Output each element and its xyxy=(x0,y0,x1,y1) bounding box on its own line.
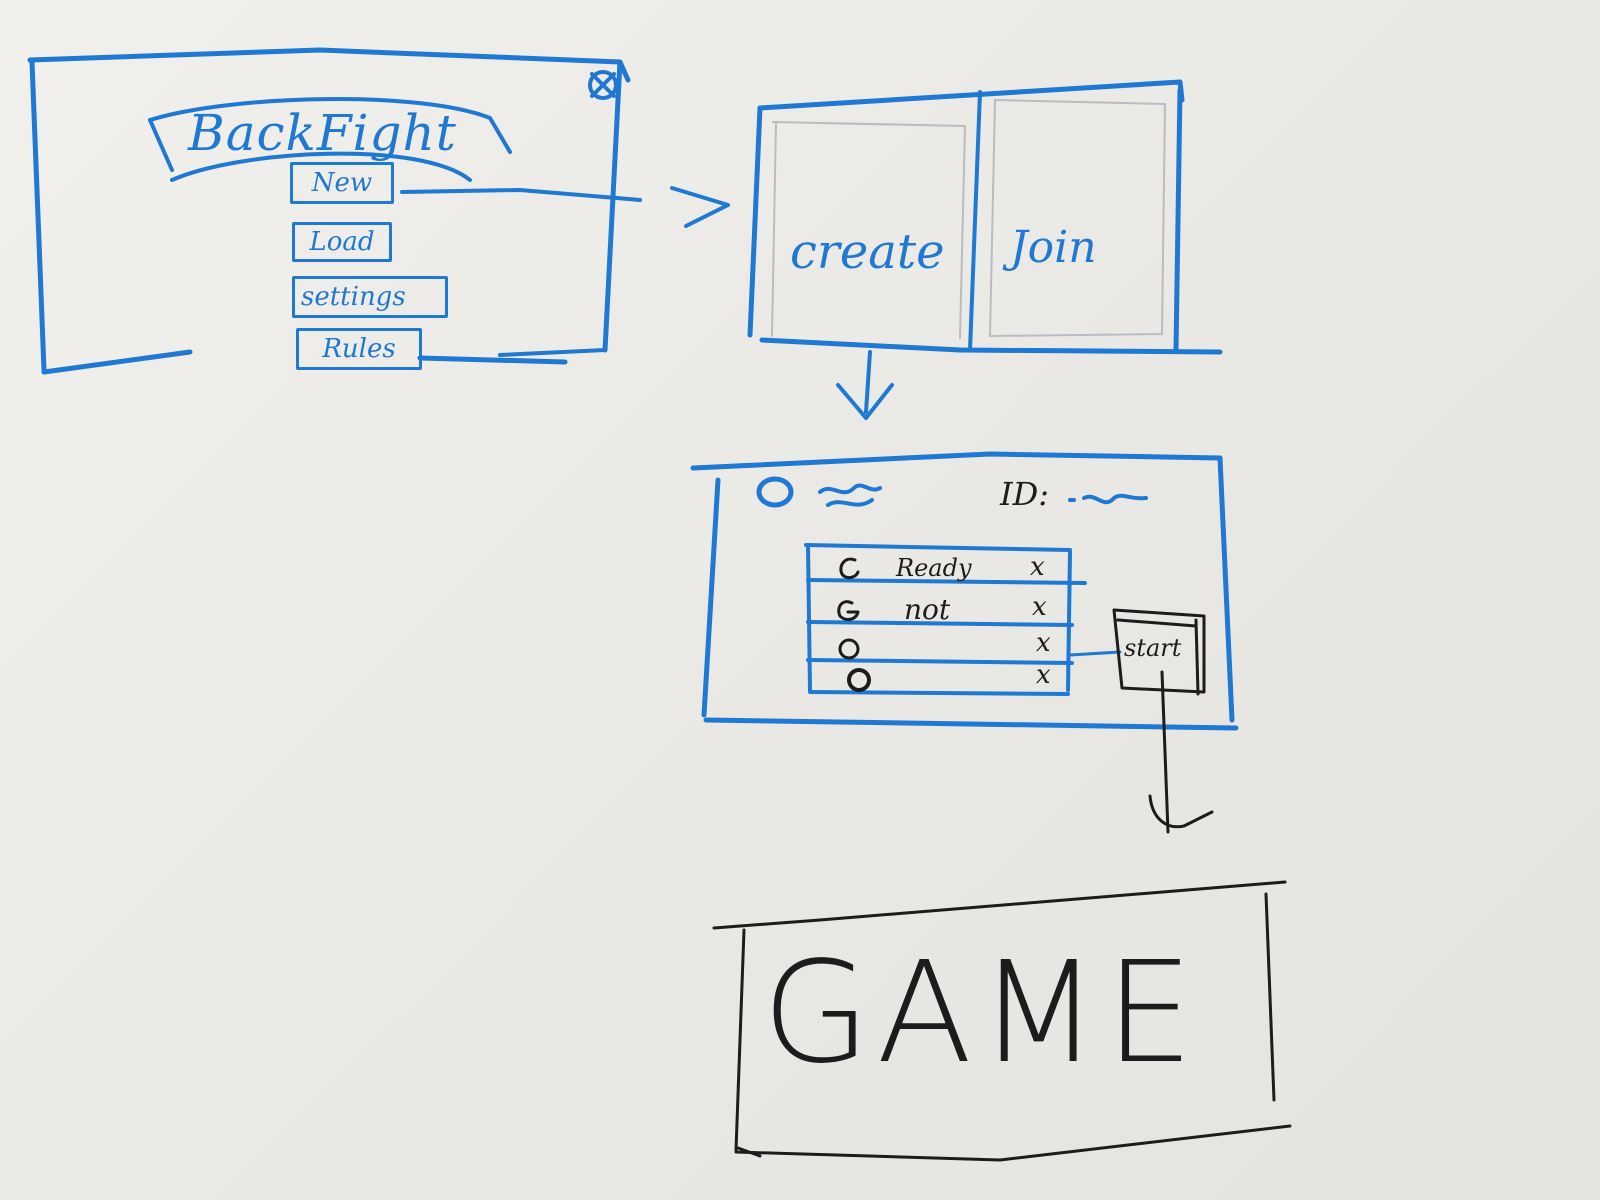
flow-arrow-mode-to-lobby xyxy=(836,350,894,420)
settings-button[interactable]: settings xyxy=(292,276,448,318)
player-status: not xyxy=(904,593,951,626)
load-button-label: Load xyxy=(309,227,375,257)
player-table xyxy=(804,543,1122,696)
settings-button-label: settings xyxy=(301,282,406,312)
lobby-window xyxy=(690,451,1239,731)
player-status: Ready xyxy=(896,554,972,582)
game-window xyxy=(712,880,1292,1162)
rules-button[interactable]: Rules xyxy=(296,328,422,370)
title-banner xyxy=(148,97,512,182)
remove-player-button[interactable]: x xyxy=(1032,592,1047,622)
remove-player-button[interactable]: x xyxy=(1036,628,1051,658)
create-option[interactable]: create xyxy=(790,224,945,280)
player-avatar xyxy=(837,600,860,621)
rules-button-label: Rules xyxy=(322,334,396,364)
player-avatar xyxy=(838,638,860,660)
flow-arrow-new-to-mode xyxy=(400,186,730,228)
close-icon[interactable] xyxy=(588,70,618,100)
player-avatar xyxy=(847,668,871,692)
start-button[interactable]: start xyxy=(1124,634,1182,662)
flow-arrow-lobby-to-game xyxy=(1148,670,1214,834)
remove-player-button[interactable]: x xyxy=(1030,552,1045,582)
start-button-frame xyxy=(1112,608,1206,696)
lobby-id-value xyxy=(1068,493,1148,505)
join-option[interactable]: Join xyxy=(1010,222,1097,273)
mode-select-window xyxy=(747,79,1223,355)
load-button[interactable]: Load xyxy=(292,222,392,262)
new-button[interactable]: New xyxy=(290,162,394,204)
lobby-id-label: ID: xyxy=(1000,475,1050,513)
remove-player-button[interactable]: x xyxy=(1036,660,1051,690)
main-menu-window xyxy=(27,47,631,375)
game-title: BackFight xyxy=(188,104,457,162)
lobby-name-scribble xyxy=(756,476,882,508)
new-button-label: New xyxy=(311,168,373,198)
player-avatar xyxy=(839,557,860,580)
game-screen-label: GAME xyxy=(762,932,1200,1095)
